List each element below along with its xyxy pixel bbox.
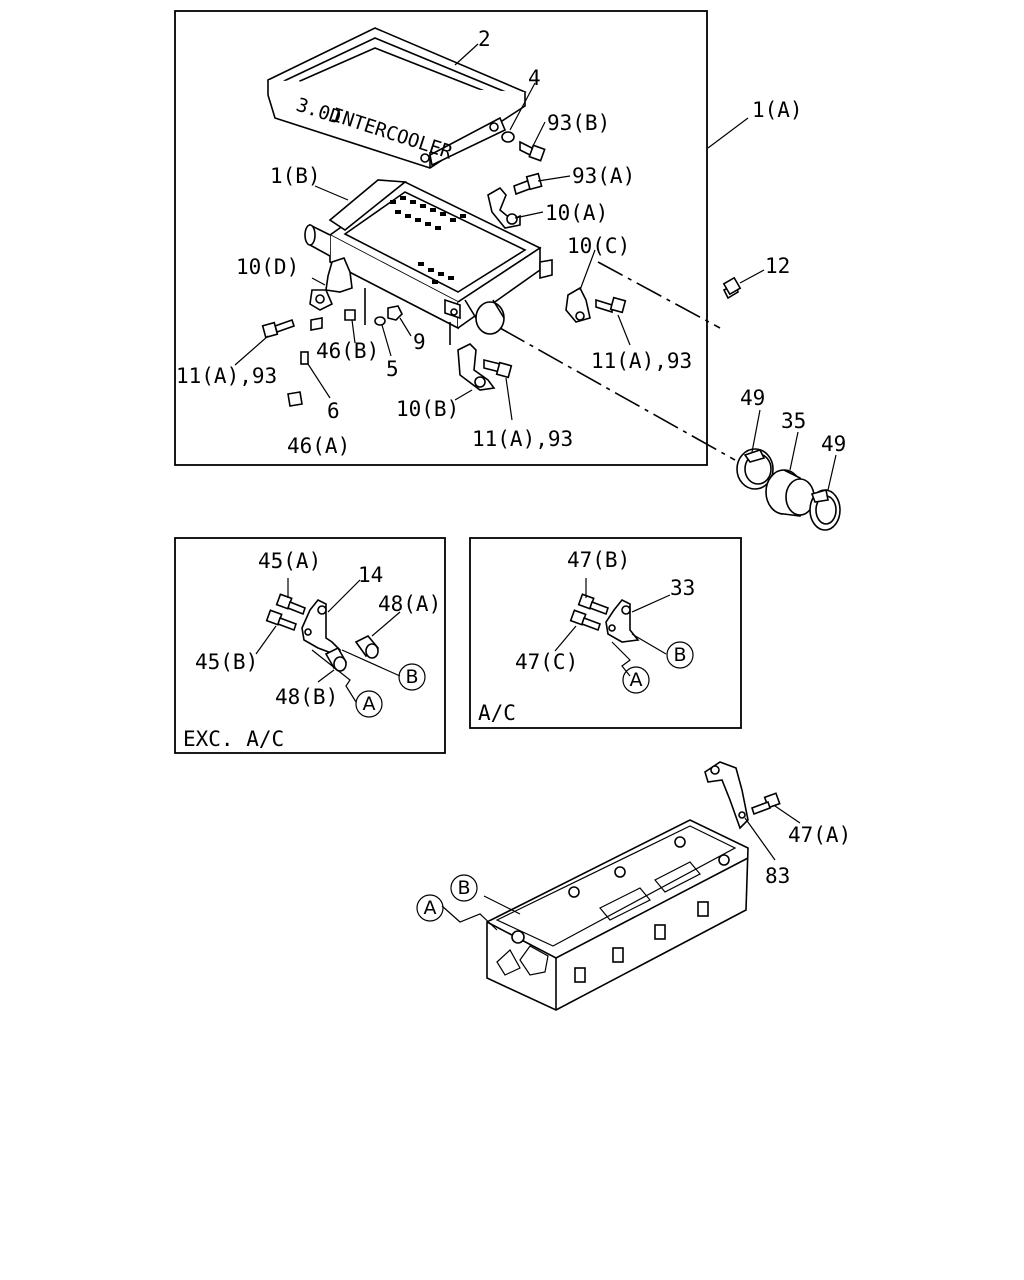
label-part-49-right: 49 — [821, 432, 846, 456]
nut-9-icon — [387, 305, 403, 321]
label-part-46a: 46(A) — [287, 434, 350, 458]
bracket-10b-part — [457, 343, 513, 391]
label-part-11a-right: 11(A),93 — [591, 349, 692, 373]
bracket-83-part — [704, 761, 749, 830]
label-part-46b: 46(B) — [316, 339, 379, 363]
washer-5-icon — [374, 316, 386, 326]
label-part-33: 33 — [670, 576, 695, 600]
label-part-47a: 47(A) — [788, 823, 851, 847]
label-part-11a-bottom: 11(A),93 — [472, 427, 573, 451]
callout-a-engine-text: A — [424, 897, 437, 919]
bracket-33-part — [605, 598, 640, 643]
label-part-14: 14 — [358, 563, 383, 587]
bolt-45b-icon — [265, 609, 298, 632]
label-part-83: 83 — [765, 864, 790, 888]
label-part-48a: 48(A) — [378, 592, 441, 616]
exc-ac-title: EXC. A/C — [183, 727, 284, 751]
cylinder-head-part — [486, 819, 749, 1011]
guide-line-12 — [597, 261, 721, 329]
bolt-47b-icon — [577, 593, 610, 616]
leader-1a — [707, 117, 749, 149]
label-part-93b: 93(B) — [547, 111, 610, 135]
bracket-10c-part — [565, 286, 627, 323]
bolt-45a-icon — [275, 593, 306, 616]
callout-a-engine — [416, 894, 444, 922]
collar-6-icon — [300, 351, 309, 365]
label-part-10c: 10(C) — [567, 234, 630, 258]
washer-icon — [501, 131, 515, 143]
grommet-46b-icon — [344, 309, 356, 321]
label-part-10d: 10(D) — [236, 255, 299, 279]
hose-clamp-right-part — [809, 488, 841, 531]
label-part-1b: 1(B) — [270, 164, 321, 188]
callout-b-ac-text: B — [673, 644, 686, 666]
label-part-47b: 47(B) — [567, 548, 630, 572]
label-part-11a-left: 11(A),93 — [176, 364, 277, 388]
label-part-49-left: 49 — [740, 386, 765, 410]
spacer-48a-icon — [354, 635, 380, 659]
label-part-6: 6 — [327, 399, 340, 423]
label-part-47c: 47(C) — [515, 650, 578, 674]
label-part-5: 5 — [386, 357, 399, 381]
callout-b-engine-text: B — [457, 877, 470, 899]
callout-a-ac — [622, 666, 650, 694]
guide-line-hose — [499, 327, 736, 461]
callout-b-exc — [398, 663, 426, 691]
bolt-12-icon — [722, 269, 765, 300]
ac-panel-frame — [469, 537, 742, 729]
exc-ac-panel — [174, 537, 446, 754]
hose-part — [765, 469, 815, 517]
grommet-46b-lower-icon — [310, 317, 323, 331]
ac-title: A/C — [478, 701, 516, 725]
grommet-46a-icon — [287, 391, 303, 407]
ac-panel — [469, 537, 742, 729]
callout-a-ac-text: A — [630, 669, 643, 691]
callout-a-exc — [355, 690, 383, 718]
label-part-35: 35 — [781, 409, 806, 433]
main-panel-frame — [174, 10, 708, 466]
hose-clamp-left-part — [736, 448, 774, 490]
label-part-9: 9 — [413, 330, 426, 354]
exc-ac-panel-frame — [174, 537, 446, 754]
bolt-93a-icon — [513, 172, 543, 196]
bracket-10d-part — [309, 257, 353, 311]
callout-a-exc-text: A — [363, 693, 376, 715]
label-part-45a: 45(A) — [258, 549, 321, 573]
callout-b-exc-text: B — [405, 666, 418, 688]
label-part-10b: 10(B) — [396, 397, 459, 421]
spacer-48b-icon — [324, 646, 348, 672]
label-part-48b: 48(B) — [275, 685, 338, 709]
bolt-47a-icon — [750, 792, 781, 816]
label-part-2: 2 — [478, 27, 491, 51]
bolt-11a-left-icon — [261, 318, 296, 339]
label-part-12: 12 — [765, 254, 790, 278]
label-part-93a: 93(A) — [572, 164, 635, 188]
bolt-47c-icon — [569, 609, 602, 632]
callout-b-ac — [666, 641, 694, 669]
label-part-1a: 1(A) — [752, 98, 803, 122]
bolt-93b-icon — [519, 140, 546, 162]
intercooler-core-part — [304, 179, 553, 335]
label-part-10a: 10(A) — [545, 201, 608, 225]
callout-b-engine — [450, 874, 478, 902]
label-part-45b: 45(B) — [195, 650, 258, 674]
label-part-4: 4 — [528, 66, 541, 90]
